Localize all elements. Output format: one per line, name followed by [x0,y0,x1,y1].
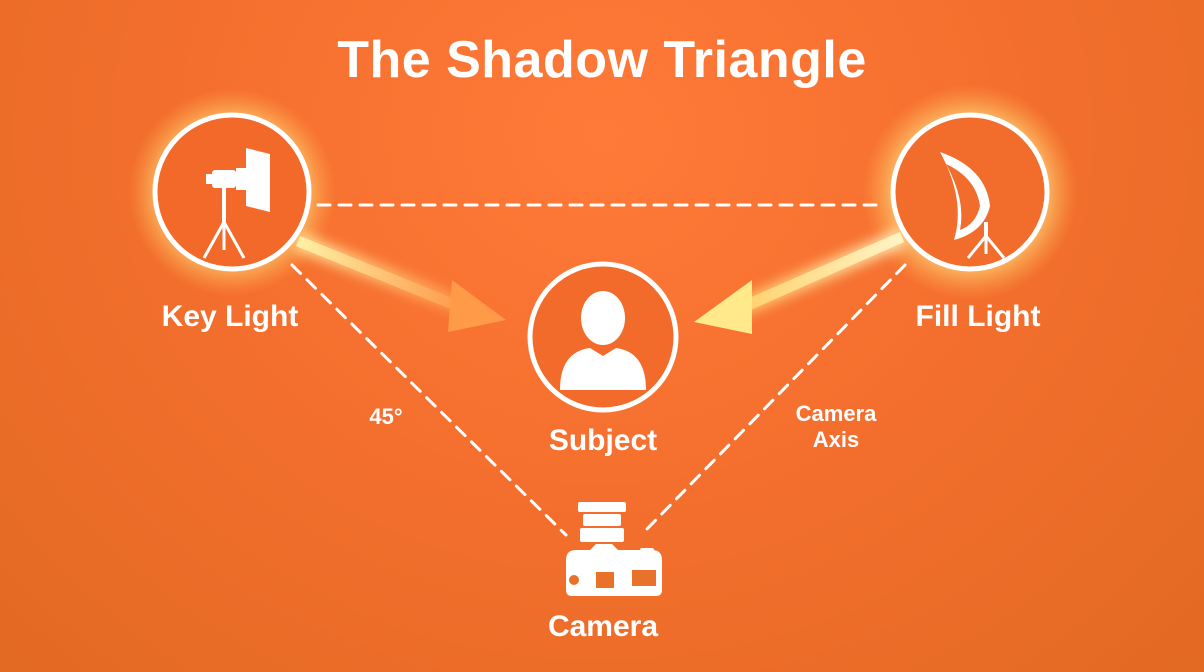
reflector-light-icon [940,152,1006,259]
key-light-beam [294,232,506,332]
key-light-label: Key Light [161,300,299,333]
subject-node [527,261,679,413]
fill-light-arrowhead [694,280,752,334]
angle-annotation: 45° [369,404,403,429]
subject-label: Subject [548,424,658,457]
camera-icon [566,502,662,596]
dashed-lines [290,203,907,537]
fill-light-label: Fill Light [915,300,1041,333]
camera-axis-line2: Axis [812,427,860,452]
fill-light-beam [694,228,906,334]
person-icon [560,291,646,390]
fill-to-camera-line [644,263,907,532]
camera-axis-line1: Camera [795,401,877,426]
camera-label: Camera [547,610,659,643]
key-to-camera-line [290,263,568,537]
camera-axis-annotation: Camera Axis [776,401,896,453]
diagram-title: The Shadow Triangle [337,31,867,89]
key-light-node [152,112,312,272]
fill-light-node [890,112,1050,272]
key-light-arrowhead [448,280,506,332]
softbox-light-icon [202,148,270,259]
